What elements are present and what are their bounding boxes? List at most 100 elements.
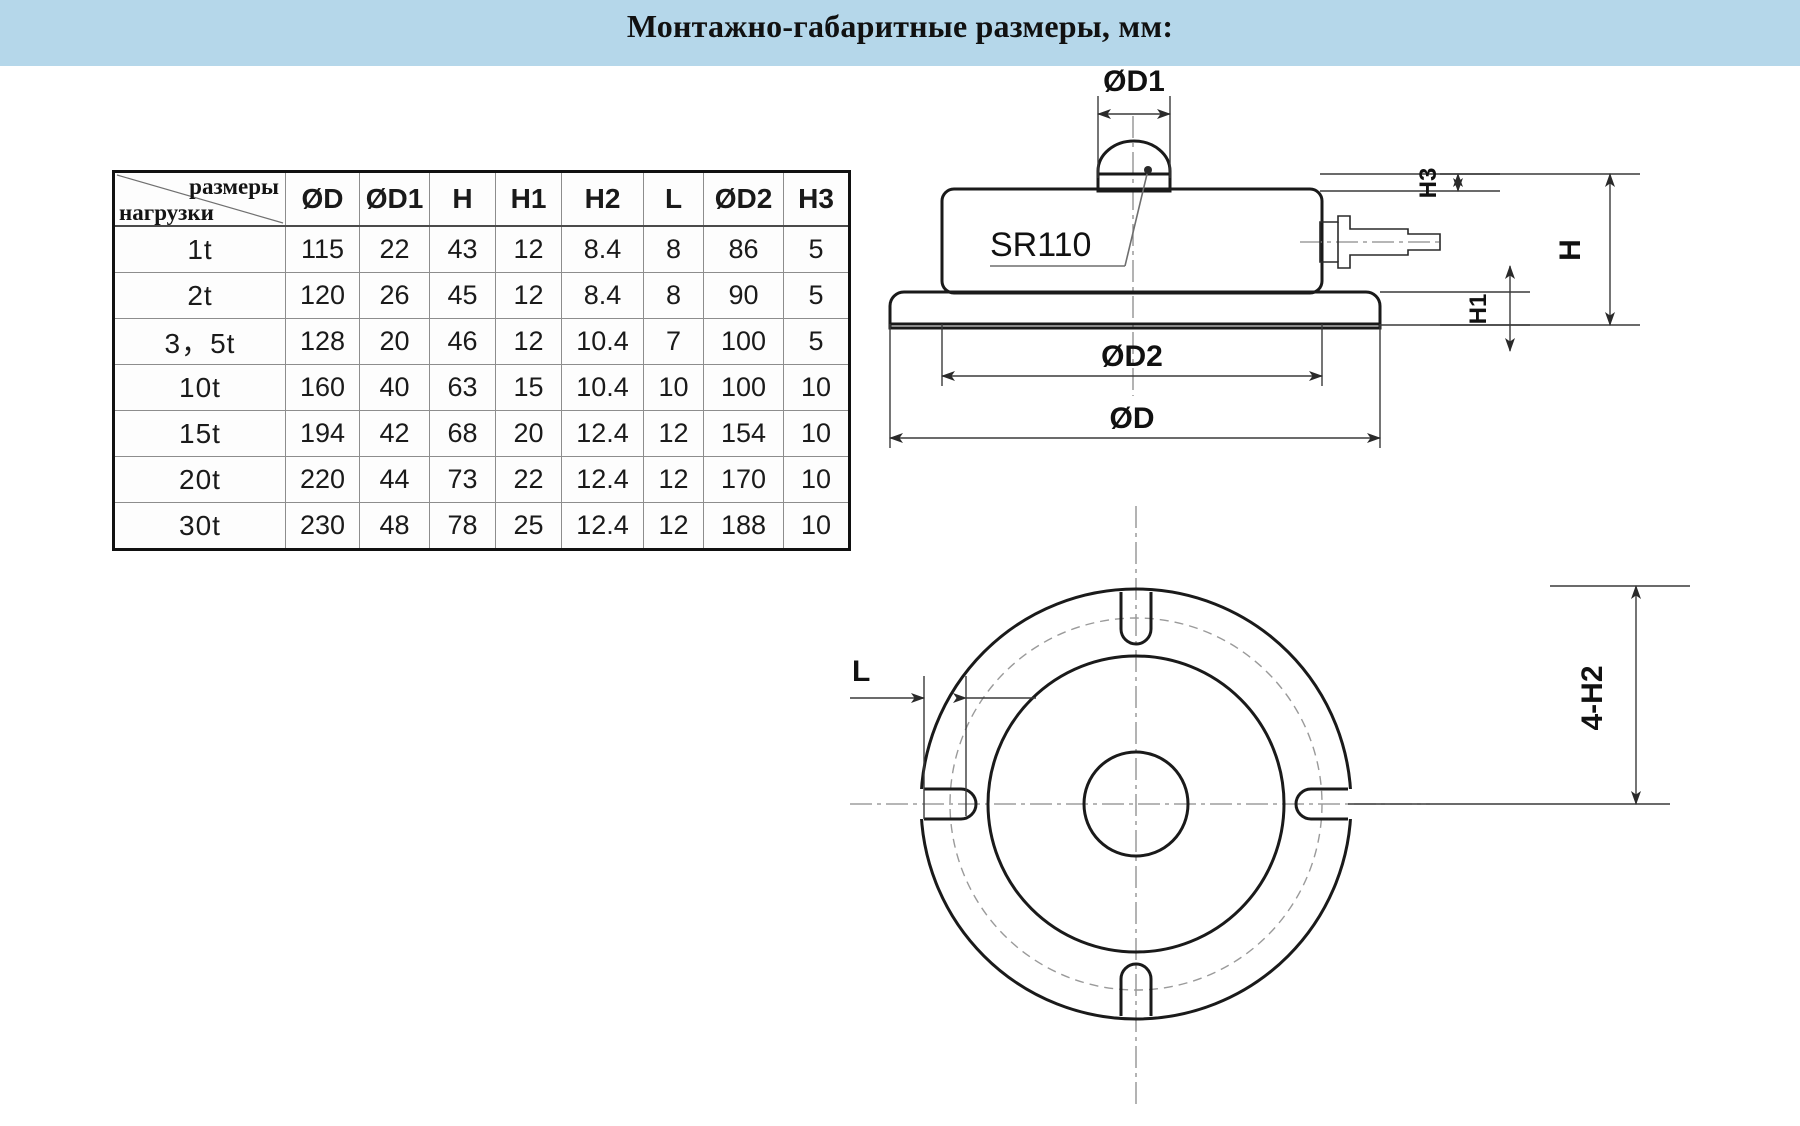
cell-d2: 86 <box>703 225 784 273</box>
column-header-d2: ØD2 <box>703 171 784 227</box>
sr110-leader-dot <box>1144 166 1152 174</box>
table-row: 20t 220 44 73 22 12.4 12 170 10 <box>113 456 850 503</box>
center-hole <box>1082 750 1190 858</box>
cell-d2: 170 <box>703 456 784 503</box>
column-header-d1: ØD1 <box>359 171 430 227</box>
table-row: 3，5t 128 20 46 12 10.4 7 100 5 <box>113 318 850 365</box>
table-row: 10t 160 40 63 15 10.4 10 100 10 <box>113 364 850 411</box>
cell-h1: 25 <box>495 502 562 550</box>
cell-h2: 12.4 <box>561 410 644 457</box>
cell-l: 12 <box>643 410 704 457</box>
column-header-h: H <box>429 171 496 227</box>
cell-d2: 188 <box>703 502 784 550</box>
cell-d2: 100 <box>703 364 784 411</box>
slot-bottom <box>1119 962 1153 1016</box>
column-header-l: L <box>643 171 704 227</box>
cell-h: 73 <box>429 456 496 503</box>
cell-h: 45 <box>429 272 496 319</box>
plan-top-view: L 4-H2 <box>850 506 1690 1106</box>
h-dimension-label: H <box>1554 239 1587 261</box>
h1-dimension-label: H1 <box>1465 294 1492 325</box>
d2-dimension-label: ØD2 <box>1101 340 1163 373</box>
cell-h: 68 <box>429 410 496 457</box>
side-elevation-view: ØD1 SR110 H3 H1 H ØD2 ØD <box>888 66 1640 448</box>
slot-left <box>924 787 978 821</box>
cell-load: 30t <box>113 502 286 550</box>
column-header-h1: H1 <box>495 171 562 227</box>
slot-top <box>1119 592 1153 646</box>
cell-d1: 42 <box>359 410 430 457</box>
table-row: 30t 230 48 78 25 12.4 12 188 10 <box>113 502 850 550</box>
base-flange <box>888 290 1382 330</box>
table-row: 2t 120 26 45 12 8.4 8 90 5 <box>113 272 850 319</box>
cell-load: 3，5t <box>113 318 286 365</box>
cell-d1: 40 <box>359 364 430 411</box>
cell-l: 12 <box>643 456 704 503</box>
cell-h: 63 <box>429 364 496 411</box>
cell-d: 194 <box>285 410 360 457</box>
cell-h3: 5 <box>783 272 850 319</box>
cell-d: 160 <box>285 364 360 411</box>
cell-h3: 10 <box>783 502 850 550</box>
cell-l: 12 <box>643 502 704 550</box>
h3-dimension-label: H3 <box>1415 168 1442 199</box>
cell-d1: 44 <box>359 456 430 503</box>
d-dimension-label: ØD <box>1110 402 1155 435</box>
cell-h2: 12.4 <box>561 456 644 503</box>
column-header-h3: H3 <box>783 171 850 227</box>
table-corner-cell: размеры нагрузки <box>113 171 286 227</box>
drawing-sheet: размеры нагрузки ØD ØD1 H H1 H2 L ØD2 H3… <box>0 66 1800 1125</box>
cell-d2: 100 <box>703 318 784 365</box>
cell-d: 230 <box>285 502 360 550</box>
table-row: 15t 194 42 68 20 12.4 12 154 10 <box>113 410 850 457</box>
cell-d1: 48 <box>359 502 430 550</box>
corner-label-loads: нагрузки <box>119 200 214 225</box>
cell-load: 1t <box>113 225 286 273</box>
cell-h: 43 <box>429 225 496 273</box>
cell-d1: 26 <box>359 272 430 319</box>
sr110-callout-label: SR110 <box>990 226 1091 264</box>
table-header-row: размеры нагрузки ØD ØD1 H H1 H2 L ØD2 H3 <box>113 171 850 227</box>
cell-h3: 10 <box>783 456 850 503</box>
cell-load: 10t <box>113 364 286 411</box>
cell-l: 10 <box>643 364 704 411</box>
cell-h2: 12.4 <box>561 502 644 550</box>
header-banner: Монтажно-габаритные размеры, мм: <box>0 0 1800 66</box>
cell-d2: 90 <box>703 272 784 319</box>
cell-h3: 5 <box>783 225 850 273</box>
slot-right <box>1294 787 1348 821</box>
cell-h2: 8.4 <box>561 225 644 273</box>
cell-l: 7 <box>643 318 704 365</box>
cell-h2: 10.4 <box>561 318 644 365</box>
cell-d: 220 <box>285 456 360 503</box>
cable-gland-connector <box>1319 215 1441 269</box>
column-header-h2: H2 <box>561 171 644 227</box>
corner-label-dimensions: размеры <box>189 174 279 199</box>
sr110-leader-slant <box>1124 169 1149 267</box>
bolt-pitch-circle <box>949 617 1323 991</box>
cell-h1: 12 <box>495 318 562 365</box>
dimension-table-container: размеры нагрузки ØD ØD1 H H1 H2 L ØD2 H3… <box>112 170 851 551</box>
l-dimension-label: L <box>852 655 870 688</box>
cell-l: 8 <box>643 225 704 273</box>
column-header-d: ØD <box>285 171 360 227</box>
cell-d1: 22 <box>359 225 430 273</box>
cell-h3: 5 <box>783 318 850 365</box>
d1-dimension-label: ØD1 <box>1103 66 1165 98</box>
cell-d: 128 <box>285 318 360 365</box>
cell-d1: 20 <box>359 318 430 365</box>
cell-h: 78 <box>429 502 496 550</box>
cell-load: 2t <box>113 272 286 319</box>
h2-dimension-label: 4-H2 <box>1576 665 1609 730</box>
cell-load: 20t <box>113 456 286 503</box>
cell-h: 46 <box>429 318 496 365</box>
cell-l: 8 <box>643 272 704 319</box>
page-title: Монтажно-габаритные размеры, мм: <box>626 8 1174 44</box>
cell-h2: 8.4 <box>561 272 644 319</box>
cell-d: 115 <box>285 225 360 273</box>
cell-d: 120 <box>285 272 360 319</box>
table-row: 1t 115 22 43 12 8.4 8 86 5 <box>113 225 850 273</box>
dimension-table: размеры нагрузки ØD ØD1 H H1 H2 L ØD2 H3… <box>112 170 851 551</box>
cell-h1: 12 <box>495 272 562 319</box>
cell-h3: 10 <box>783 364 850 411</box>
